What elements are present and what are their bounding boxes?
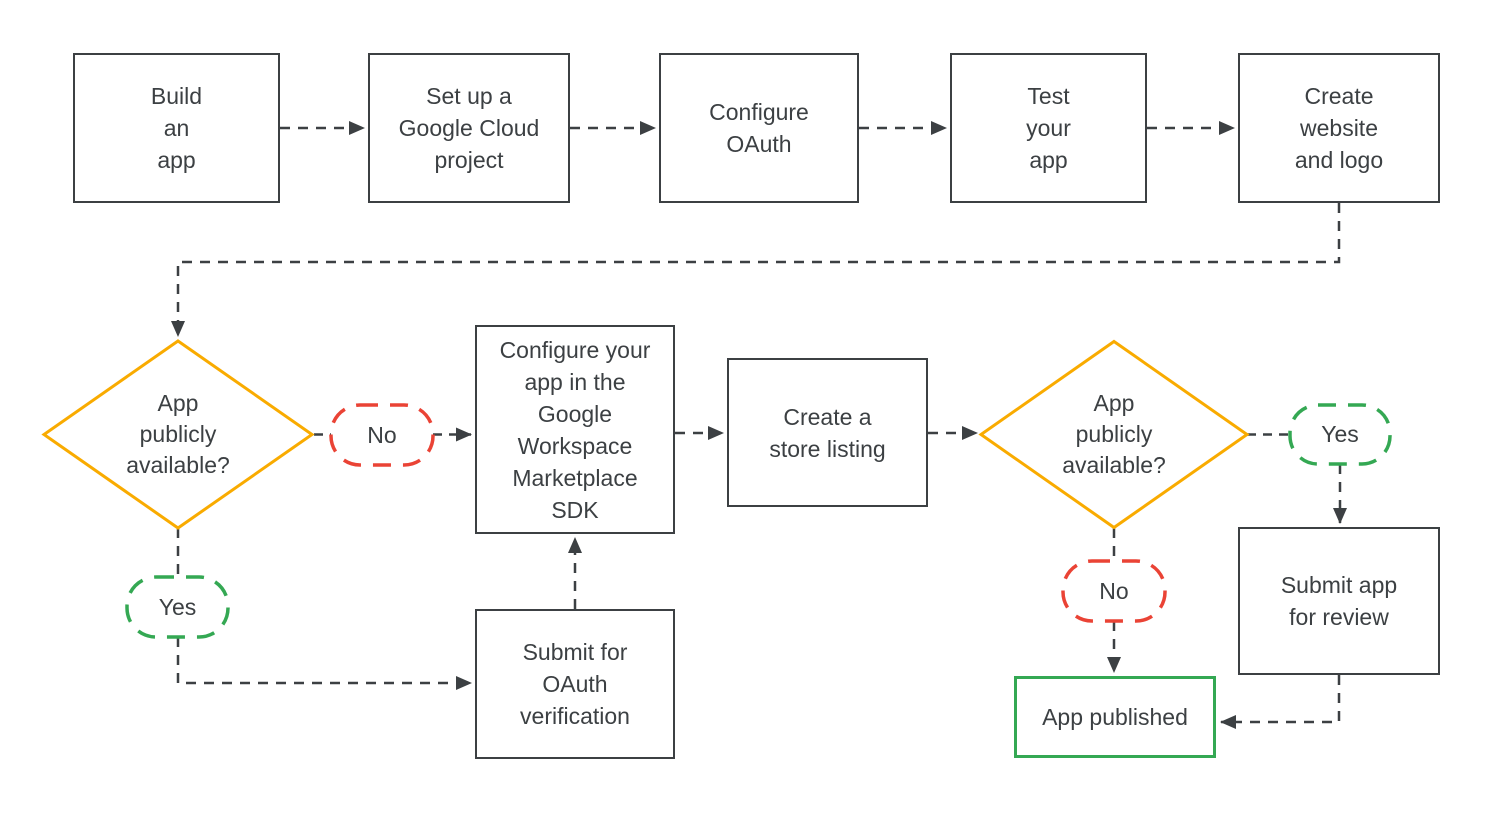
branch-no-left-oval [329, 403, 435, 467]
edge-website-to-decision-left [171, 203, 1341, 337]
branch-yes-right-oval [1288, 403, 1392, 466]
decision-left-diamond [41, 339, 315, 530]
node-submit-review: Submit app for review [1238, 527, 1440, 675]
node-test-app: Test your app [950, 53, 1147, 203]
edge-review-to-published [1220, 675, 1341, 729]
node-store-listing: Create a store listing [727, 358, 928, 507]
node-build-app: Build an app [73, 53, 280, 203]
node-configure-oauth: Configure OAuth [659, 53, 859, 203]
node-app-published: App published [1014, 676, 1216, 758]
edge-yes-to-oauth-verification [176, 637, 472, 690]
decision-right-diamond [978, 339, 1250, 530]
branch-no-right-oval [1061, 559, 1167, 623]
node-oauth-verification: Submit for OAuth verification [475, 609, 675, 759]
node-marketplace-sdk: Configure your app in the Google Workspa… [475, 325, 675, 534]
branch-yes-left-oval [125, 575, 230, 639]
node-cloud-project: Set up a Google Cloud project [368, 53, 570, 203]
node-website-logo: Create website and logo [1238, 53, 1440, 203]
